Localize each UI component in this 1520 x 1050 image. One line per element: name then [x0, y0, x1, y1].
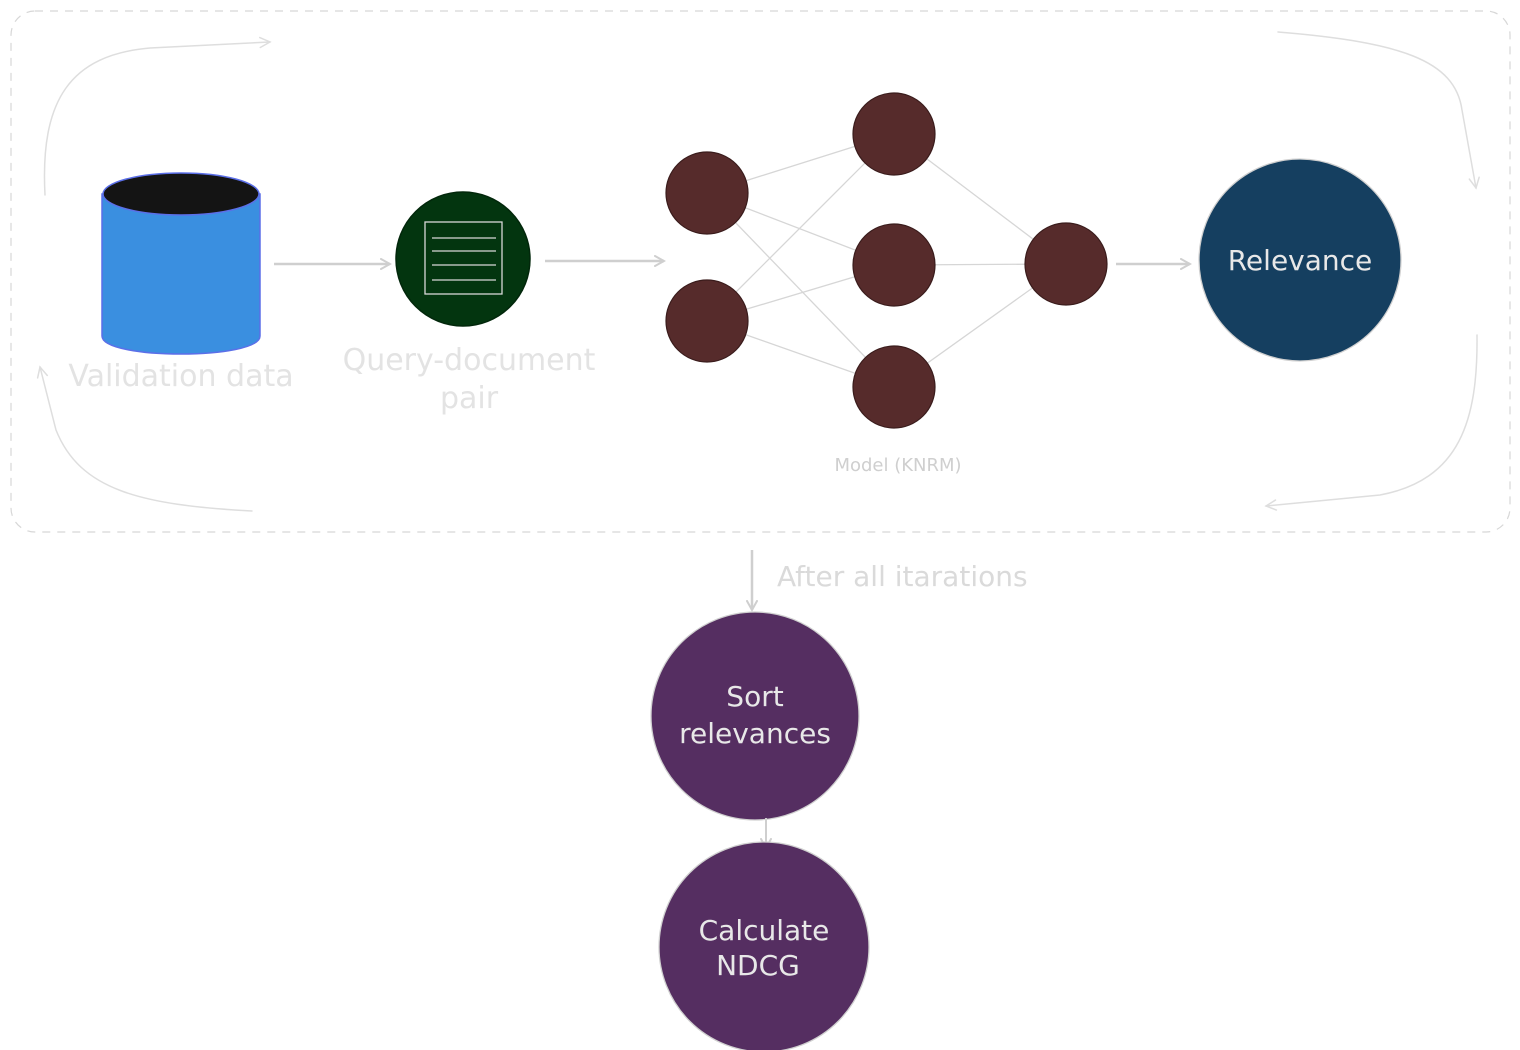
query-document-pair-label-line2: pair	[440, 381, 499, 416]
database-body	[101, 193, 261, 355]
query-document-pair-label: Query-document	[343, 343, 596, 378]
sort-relevances-node	[650, 611, 860, 821]
neuron-input-1	[665, 151, 749, 235]
database-icon	[101, 172, 261, 355]
neuron-input-2	[665, 279, 749, 363]
calculate-ndcg-node	[658, 841, 870, 1050]
validation-data-label: Validation data	[68, 359, 293, 394]
loop-arrow-bottom-left	[36, 365, 253, 512]
relevance-label: Relevance	[1228, 244, 1373, 277]
document-icon	[395, 191, 531, 327]
neuron-hidden-1	[852, 92, 936, 176]
neural-network-icon	[665, 92, 1108, 429]
calculate-ndcg-label-line2: NDCG	[716, 949, 800, 982]
loop-arrow-top-left	[43, 36, 272, 196]
neuron-hidden-3	[852, 345, 936, 429]
loop-arrows	[36, 31, 1480, 512]
model-label: Model (KNRM)	[834, 455, 961, 476]
neuron-output	[1024, 222, 1108, 306]
neuron-hidden-2	[852, 223, 936, 307]
relevance-node	[1198, 158, 1402, 362]
iteration-loop-frame	[10, 10, 1511, 533]
loop-arrow-bottom-right	[1264, 334, 1478, 511]
document-circle	[395, 191, 531, 327]
calculate-ndcg-label-line1: Calculate	[699, 914, 830, 947]
sort-relevances-label-line1: Sort	[726, 680, 783, 713]
after-all-iterations-label: After all itarations	[777, 560, 1028, 593]
loop-arrow-top-right	[1277, 31, 1480, 190]
sort-relevances-label-line2: relevances	[679, 717, 831, 750]
database-top	[102, 172, 260, 216]
